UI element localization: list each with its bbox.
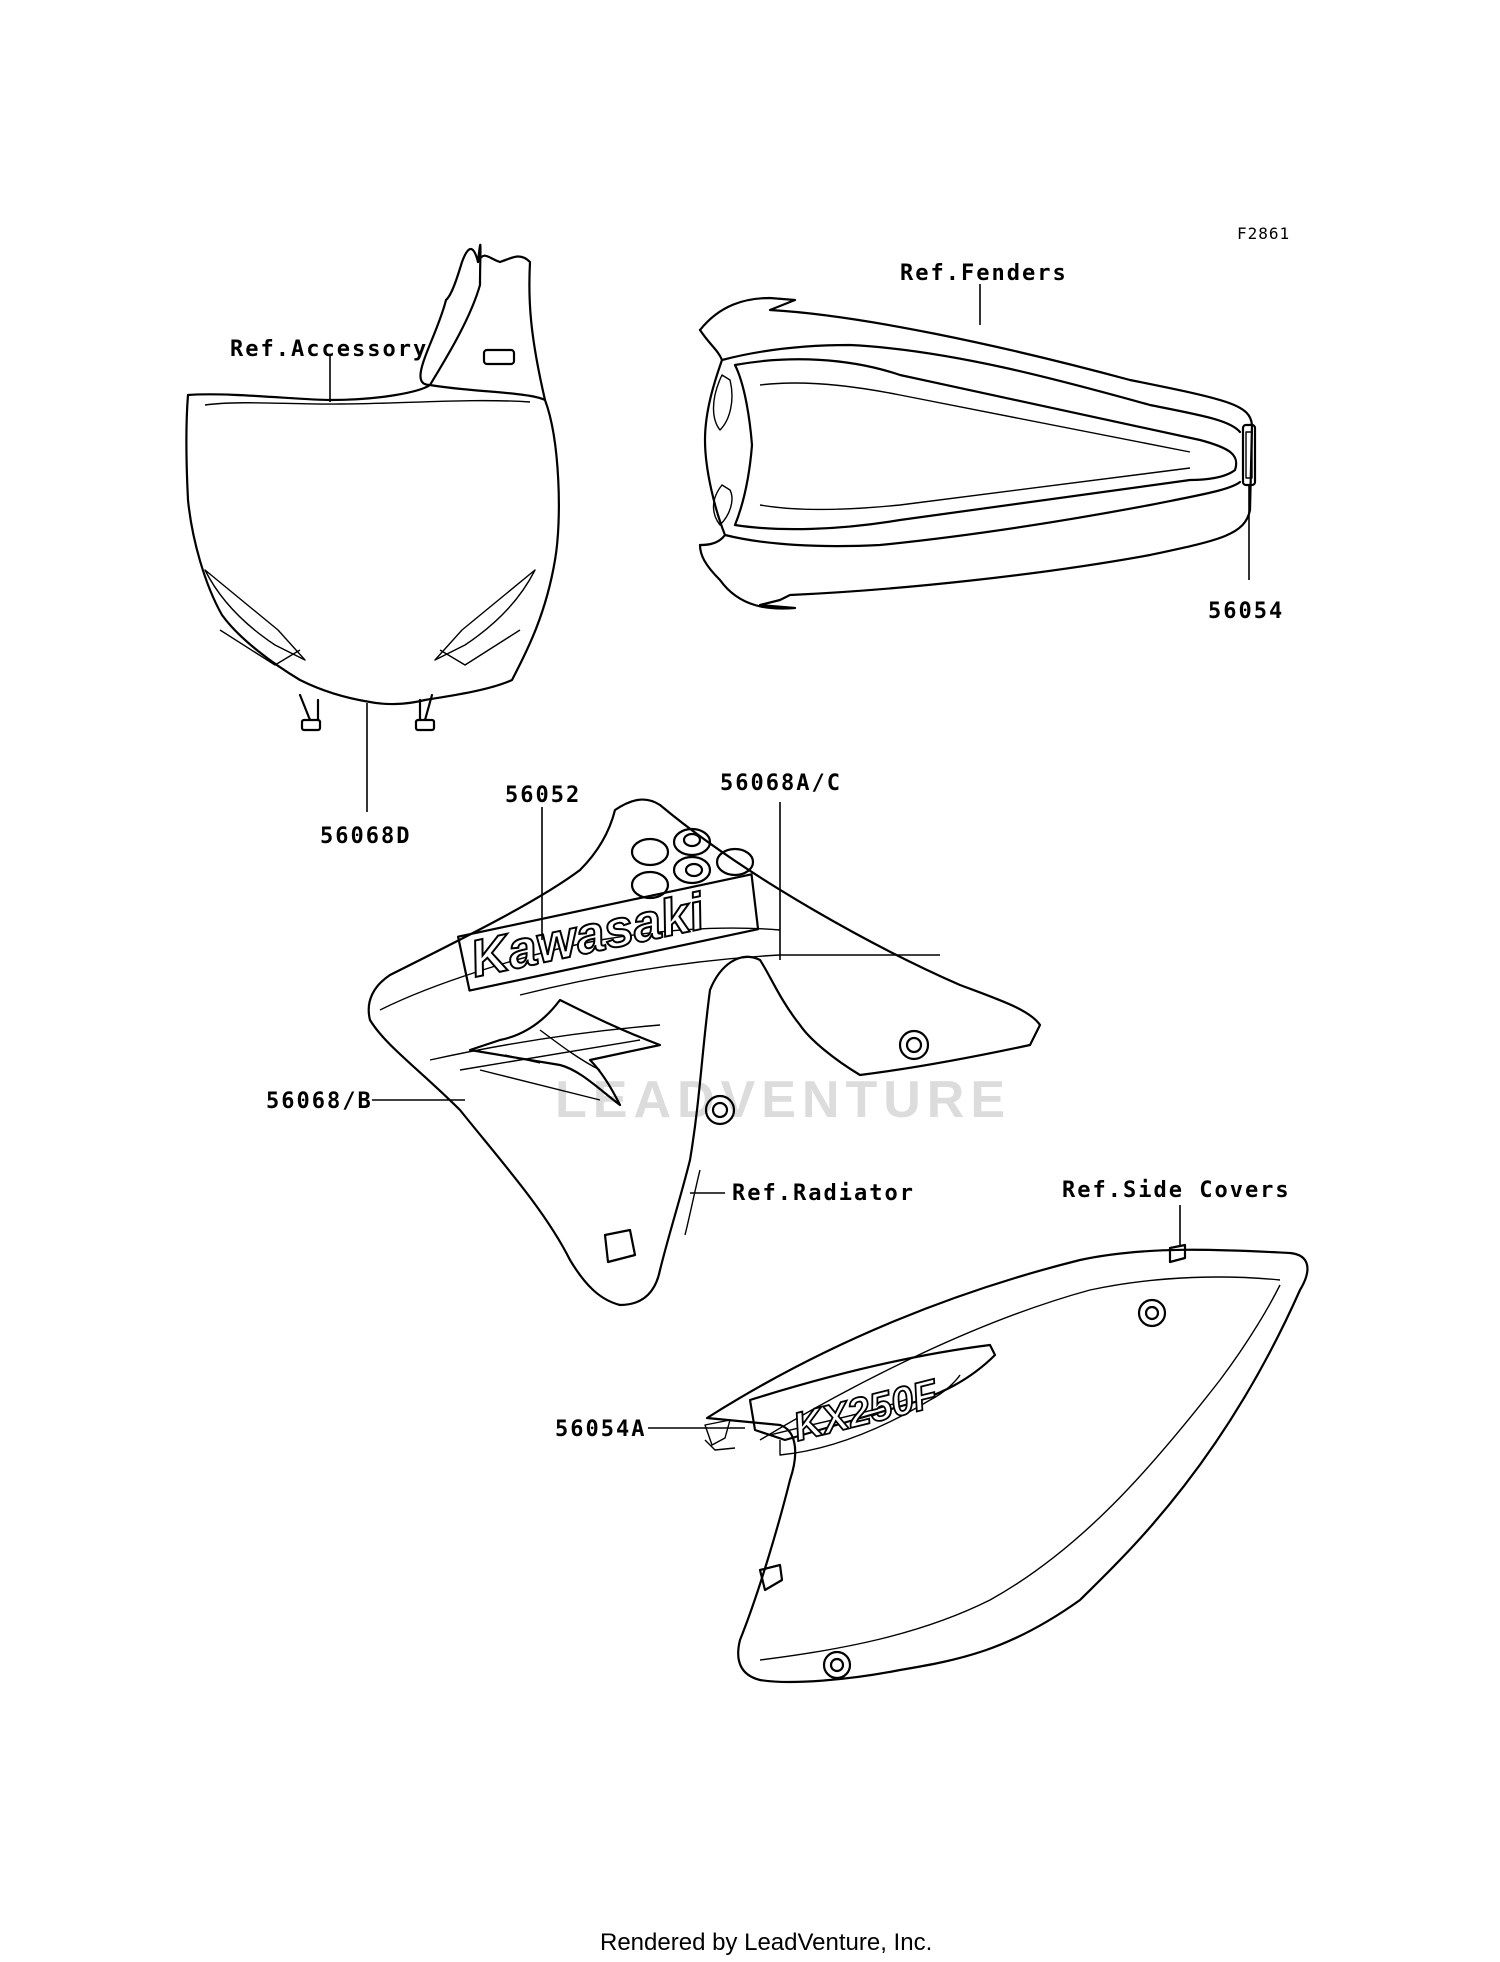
part-number-56052: 56052: [505, 783, 581, 808]
footer-credit: Rendered by LeadVenture, Inc.: [600, 1929, 932, 1956]
watermark-text: LEADVENTURE: [555, 1071, 1011, 1129]
kawasaki-logo-text: Kawasaki: [465, 883, 710, 989]
part-number-56068A-C: 56068A/C: [720, 771, 842, 796]
part-number-56054: 56054: [1208, 599, 1284, 624]
part-number-56068-B: 56068/B: [266, 1089, 373, 1114]
radiator-shroud-drawing: Kawasaki: [367, 798, 1042, 1307]
number-plate-drawing: [185, 243, 560, 732]
kx250f-decal-text: KX250F: [789, 1371, 944, 1450]
rear-fender-drawing: [698, 296, 1257, 610]
label-ref-side-covers: Ref.Side Covers: [1062, 1178, 1291, 1203]
diagram-code: F2861: [1237, 224, 1290, 243]
label-ref-fenders: Ref.Fenders: [900, 261, 1068, 286]
label-ref-radiator: Ref.Radiator: [732, 1181, 915, 1206]
label-ref-accessory: Ref.Accessory: [230, 337, 428, 362]
part-number-56068D: 56068D: [320, 824, 411, 849]
part-number-56054A: 56054A: [555, 1417, 646, 1442]
side-cover-drawing: KX250F: [704, 1243, 1309, 1684]
